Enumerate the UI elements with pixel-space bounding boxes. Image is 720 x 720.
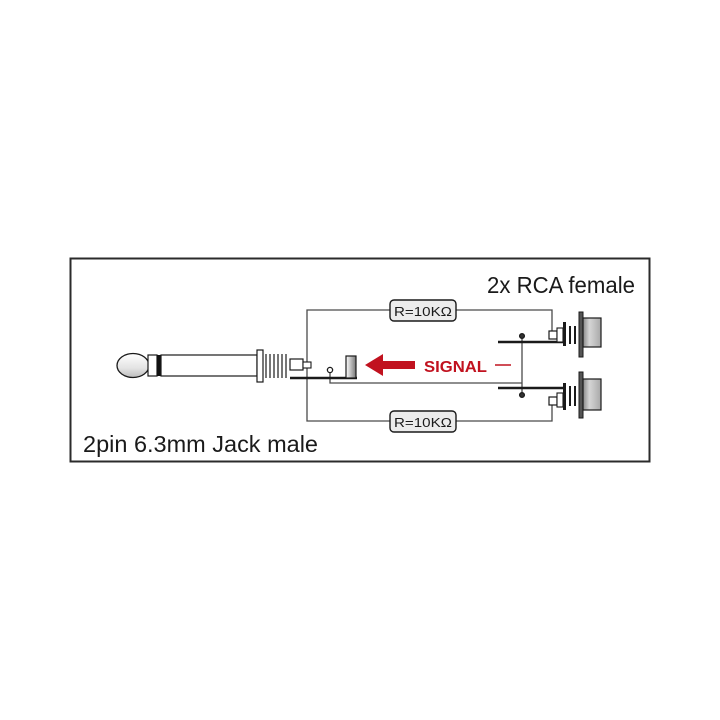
jack-label: 2pin 6.3mm Jack male (83, 431, 318, 457)
junction-dots (326, 332, 526, 399)
rca-socket-top (548, 311, 602, 358)
jack-insulator (157, 355, 161, 376)
resistor-bottom-label: R=10KΩ (394, 415, 452, 430)
resistor-top: R=10KΩ (389, 299, 457, 322)
wires (306, 309, 553, 422)
rca-top-body (582, 317, 602, 348)
rca-bottom-lug (548, 396, 558, 406)
jack-plug (116, 349, 312, 383)
jack-sleeve (160, 354, 258, 377)
jack-collar (256, 349, 264, 383)
resistor-bottom: R=10KΩ (389, 410, 457, 433)
jack-tip (116, 352, 150, 379)
jack-pin (289, 358, 304, 371)
rca-label: 2x RCA female (487, 272, 635, 298)
rca-bottom-body (582, 378, 602, 411)
rca-top-lug (548, 330, 558, 340)
signal-indicator: SIGNAL (365, 354, 511, 376)
sleeve-lug (345, 355, 357, 379)
rca-socket-bottom (548, 371, 602, 419)
resistor-top-label: R=10KΩ (394, 304, 452, 319)
jack-thread (265, 354, 287, 378)
signal-label: SIGNAL (424, 359, 487, 376)
jack-ring-gap (147, 354, 158, 377)
signal-arrow-icon (365, 354, 415, 376)
jack-pin-tip (302, 361, 312, 369)
